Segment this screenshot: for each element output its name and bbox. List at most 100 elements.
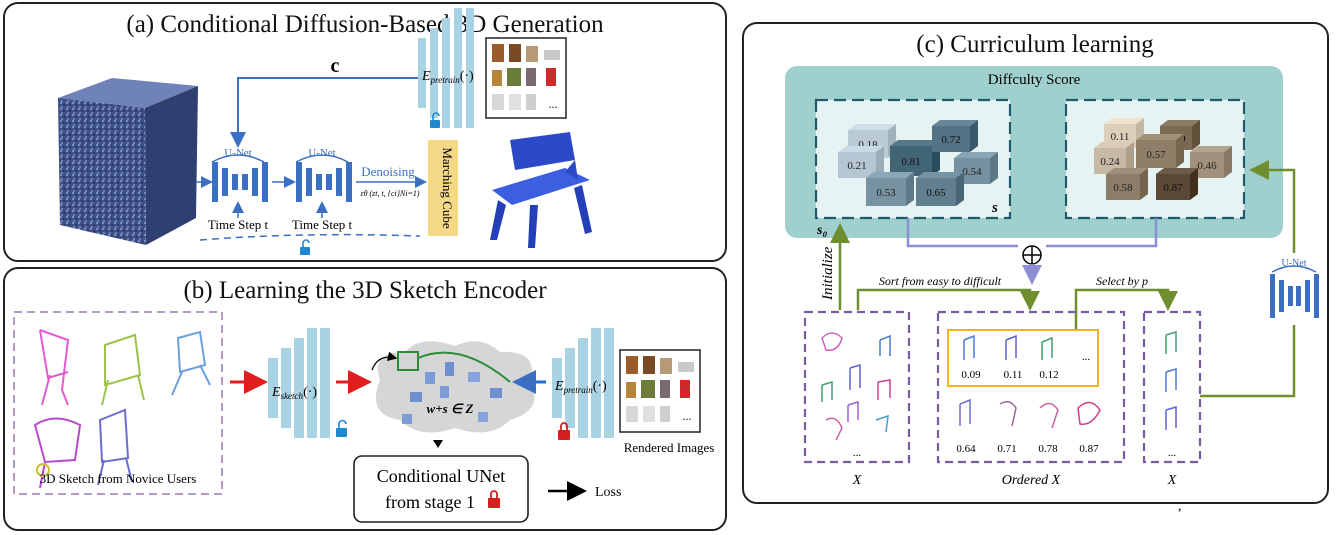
score-value: 0.57 — [1146, 149, 1166, 161]
unlock-icon — [430, 112, 440, 128]
unet-block-c: U-Net — [1268, 253, 1320, 325]
sketch-encoder-subscript: sketch — [281, 391, 304, 401]
latent-space-cloud: w+s ∈ Z — [371, 341, 535, 433]
initialize-label: Initialize — [820, 246, 836, 301]
svg-text:Epretrain(·): Epretrain(·) — [554, 379, 607, 395]
panel-c-title: (c) Curriculum learning — [916, 31, 1154, 58]
cubes-right: 0.110.690.240.570.460.580.87 — [1094, 118, 1232, 200]
score-value: 0.81 — [901, 156, 920, 168]
unet-block-1: U-Net — [211, 147, 268, 202]
score-value: 0.46 — [1197, 160, 1217, 172]
ordered-bottom-values: 0.64 0.71 0.78 0.87 — [956, 443, 1099, 455]
score-value: 0.87 — [1163, 182, 1183, 194]
svg-text:Esketch(·): Esketch(·) — [271, 385, 317, 401]
score-value: 0.24 — [1100, 156, 1120, 168]
unlock-icon-3 — [336, 419, 347, 437]
panel-b: (b) Learning the 3D Sketch Encoder 3D Sk… — [3, 267, 727, 531]
ordered-value: 0.12 — [1039, 369, 1058, 381]
svg-text:Epretrain(·): Epretrain(·) — [421, 69, 474, 85]
condition-label: c — [331, 55, 340, 77]
chair-gallery: ... — [485, 37, 567, 119]
encoder-subscript: pretrain — [430, 75, 461, 85]
denoising-label: Denoising — [361, 164, 415, 179]
unet-label-1: U-Net — [224, 147, 252, 159]
score-cube: 0.72 — [932, 120, 978, 152]
unet-block-2: U-Net — [295, 147, 352, 202]
score-cube: 0.53 — [866, 172, 914, 206]
select-arrow — [1074, 288, 1178, 330]
x-label-3: X — [1167, 473, 1177, 488]
score-value: 0.65 — [926, 187, 946, 199]
ordered-value: 0.78 — [1038, 443, 1058, 455]
selected-ellipsis: ... — [1168, 447, 1177, 459]
conditional-unet-box — [353, 455, 529, 523]
ordered-ellipsis: ... — [1082, 351, 1091, 363]
sketch-thumbnails — [33, 329, 211, 489]
score-cube: 0.87 — [1156, 168, 1198, 200]
dataset-box-ordered — [936, 310, 1126, 464]
down-triangle-icon — [433, 440, 443, 448]
timestep-label-2: Time Step t — [292, 217, 353, 232]
conditional-unet-line2: from stage 1 — [385, 492, 475, 512]
ordered-value: 0.71 — [997, 443, 1016, 455]
score-value: 0.54 — [962, 166, 982, 178]
generated-chair-image — [490, 132, 592, 248]
score-cube: 0.21 — [838, 146, 884, 178]
rendered-gallery-ellipsis: ... — [683, 409, 692, 423]
frozen-boundary-line — [199, 233, 421, 241]
score-value: 0.58 — [1113, 182, 1133, 194]
condition-arrow — [230, 77, 425, 148]
pretrain-encoder-b-arg: (·) — [593, 379, 607, 394]
s0-label: s₀ — [816, 223, 827, 238]
sketch-caption: 3D Sketch from Novice Users — [40, 471, 197, 486]
pretrain-encoder: Epretrain(·) — [418, 8, 474, 128]
panel-b-title: (b) Learning the 3D Sketch Encoder — [183, 277, 547, 304]
dataset-box-x — [803, 310, 911, 464]
gallery-ellipsis: ... — [549, 97, 558, 111]
merge-arrow-right — [1046, 218, 1158, 248]
selected-easy-box — [947, 329, 1099, 387]
unlock-icon-2 — [300, 239, 310, 255]
encoder-arg: (·) — [460, 69, 474, 84]
score-value: 0.11 — [1111, 131, 1130, 143]
ordered-value: 0.09 — [961, 369, 981, 381]
panel-a: (a) Conditional Diffusion-Based 3D Gener… — [3, 2, 727, 262]
lock-icon — [558, 422, 570, 440]
ordered-value: 0.87 — [1079, 443, 1099, 455]
conditional-unet-line1: Conditional UNet — [377, 466, 506, 486]
selected-sketches — [1165, 330, 1177, 430]
latent-label: w+s ∈ Z — [427, 401, 474, 416]
sketch-encoder-symbol: E — [271, 385, 281, 400]
sketch-encoder: Esketch(·) — [268, 328, 330, 438]
sort-label: Sort from easy to difficult — [879, 274, 1002, 288]
unet-label-c: U-Net — [1282, 258, 1307, 269]
rendered-images-label: Rendered Images — [624, 440, 715, 455]
s-label: s — [991, 200, 998, 216]
pretrain-encoder-b-subscript: pretrain — [563, 385, 594, 395]
score-value: 0.53 — [876, 187, 896, 199]
select-label: Select by p — [1096, 274, 1148, 288]
pretrain-encoder-b: Epretrain(·) — [552, 328, 614, 438]
dataset-box-selected — [1142, 310, 1202, 464]
marching-cube-box — [428, 140, 458, 236]
x-label-1: X — [852, 473, 862, 488]
denoising-formula: εθ (zt, t, {ci}Ni=1) — [360, 189, 419, 198]
encoder-symbol: E — [421, 69, 431, 84]
score-cube: 0.24 — [1094, 142, 1134, 174]
score-cube: 0.57 — [1136, 134, 1184, 168]
x-label-2: Ordered X — [1002, 473, 1061, 488]
timestep-label-1: Time Step t — [208, 217, 269, 232]
score-cube: 0.65 — [916, 172, 964, 206]
ordered-value: 0.64 — [956, 443, 976, 455]
noise-cube-image — [58, 78, 198, 245]
sketch-encoder-arg: (·) — [303, 385, 317, 400]
unet-label-2: U-Net — [308, 147, 336, 159]
merge-arrow-left — [906, 218, 1018, 248]
marching-cube-label: Marching Cube — [440, 147, 455, 228]
ordered-sketches — [959, 334, 1101, 429]
dataset-x-ellipsis: ... — [853, 447, 862, 459]
sort-arrow — [856, 288, 1040, 311]
score-cube: 0.81 — [890, 140, 940, 176]
